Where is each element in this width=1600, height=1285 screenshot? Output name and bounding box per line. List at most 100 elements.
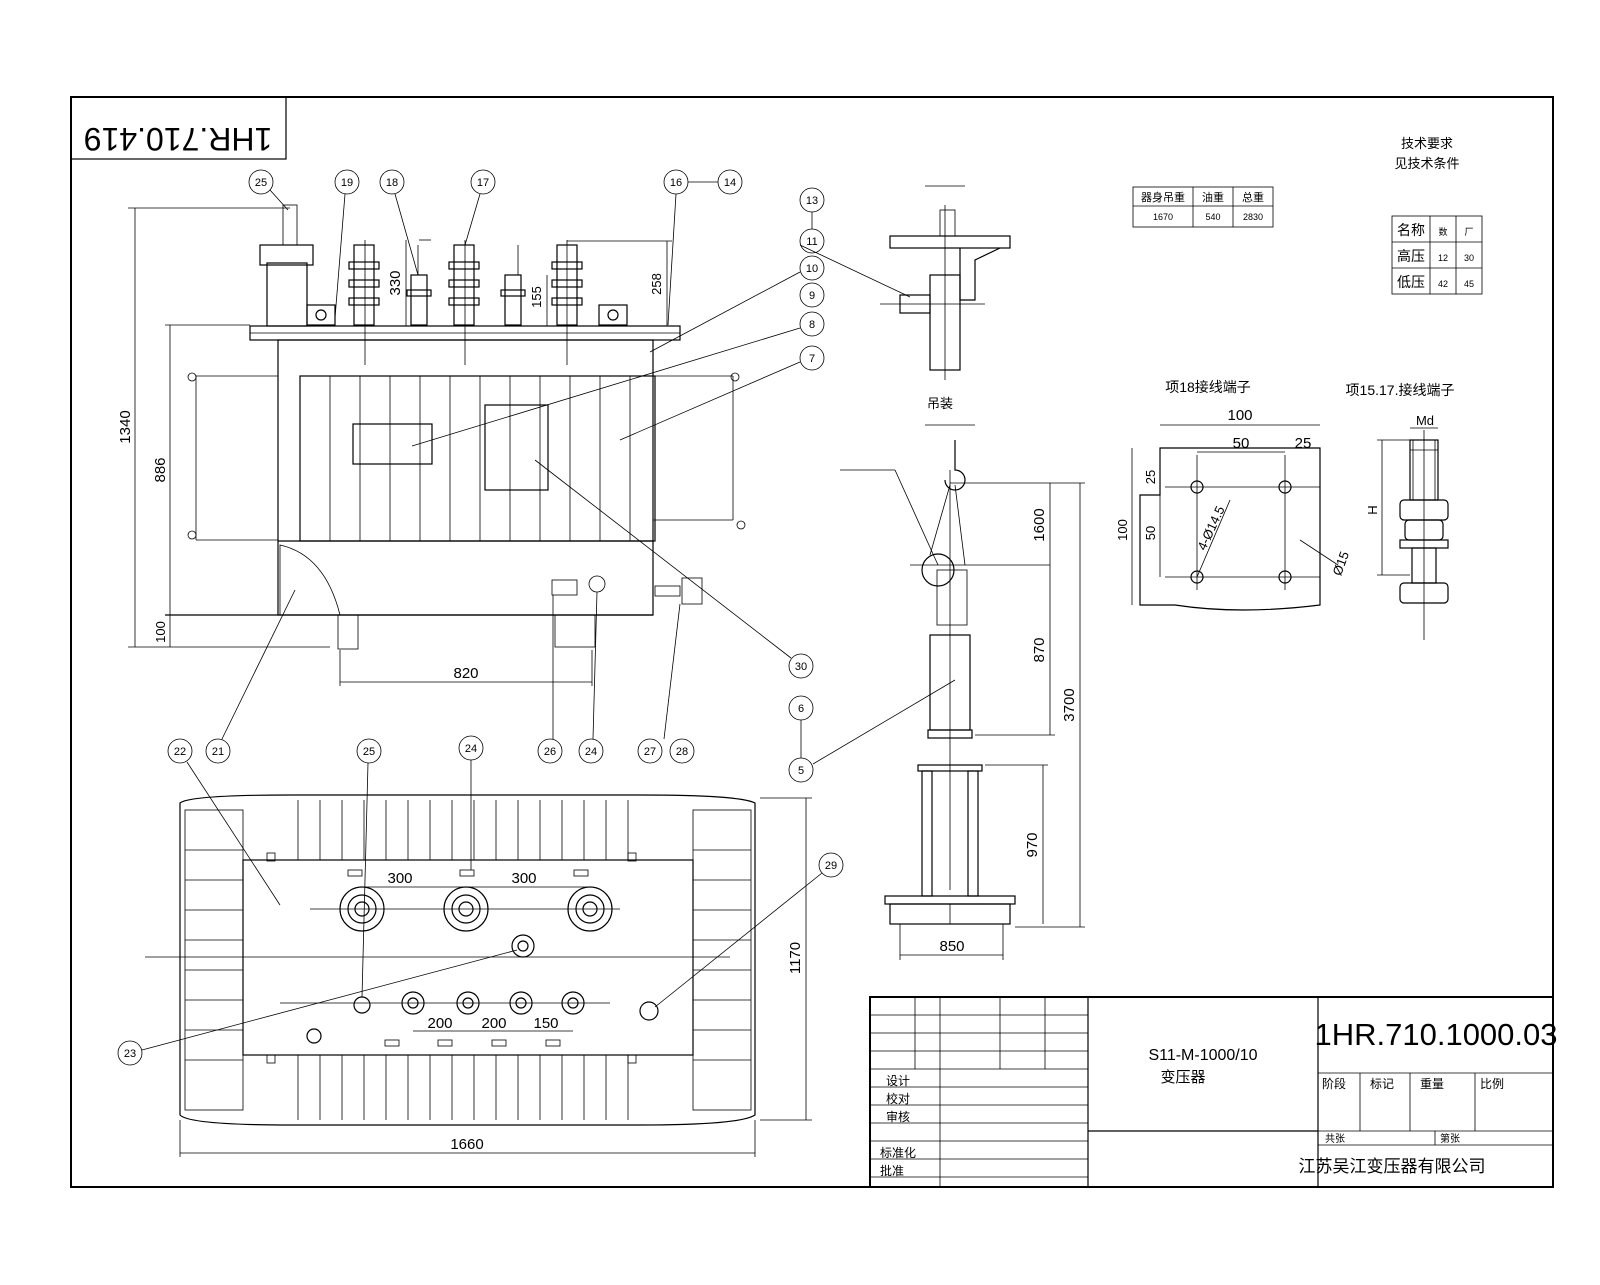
lifting-label: 吊装 xyxy=(927,396,953,411)
svg-text:24: 24 xyxy=(465,743,477,755)
weights-table: 器身吊重 油重 总重 1670 540 2830 xyxy=(1132,186,1274,228)
dim-t50w: 50 xyxy=(1233,435,1250,452)
tb-row-review: 审核 xyxy=(886,1109,910,1124)
tb-col-scale: 比例 xyxy=(1480,1077,1504,1091)
tb-sheet-total: 共张 xyxy=(1325,1133,1345,1145)
terminal18-plate xyxy=(1139,447,1321,611)
svg-text:26: 26 xyxy=(544,746,556,758)
balloon-24-top: 24 xyxy=(458,735,484,870)
dim-870: 870 xyxy=(1031,637,1048,662)
tb-row-standard: 标准化 xyxy=(880,1146,916,1160)
balloon-19: 19 xyxy=(334,169,360,319)
svg-text:24: 24 xyxy=(585,746,597,758)
balloon-28: 28 xyxy=(669,738,695,764)
dim-1600: 1600 xyxy=(1031,508,1048,541)
dim-bolt-h: H xyxy=(1365,505,1380,514)
tb-product-name: 变压器 xyxy=(1160,1069,1205,1086)
dim-thole: 4-Ø14.5 xyxy=(1194,504,1227,553)
tb-row-design: 设计 xyxy=(886,1074,910,1088)
svg-text:14: 14 xyxy=(724,177,736,189)
balloon-11: 11 xyxy=(799,228,911,298)
tech-note-line2: 见技术条件 xyxy=(1394,156,1459,171)
balloon-7: 7 xyxy=(619,345,825,441)
svg-text:16: 16 xyxy=(670,177,682,189)
balloon-25-top: 25 xyxy=(248,169,289,211)
dim-330: 330 xyxy=(387,270,404,295)
svg-text:25: 25 xyxy=(255,177,267,189)
dim-100: 100 xyxy=(153,621,168,643)
dim-200b: 200 xyxy=(481,1015,506,1032)
svg-text:6: 6 xyxy=(798,703,804,715)
svg-text:18: 18 xyxy=(386,177,398,189)
tb-company: 江苏吴江变压器有限公司 xyxy=(1299,1157,1486,1176)
weights-v3: 2830 xyxy=(1243,212,1263,222)
bracket-detail xyxy=(880,185,1011,380)
dim-1170: 1170 xyxy=(787,942,804,974)
weights-v1: 1670 xyxy=(1153,212,1173,222)
balloon-9: 9 xyxy=(799,282,825,308)
dim-3700: 3700 xyxy=(1061,688,1078,721)
dim-1660: 1660 xyxy=(450,1136,483,1153)
dim-300a: 300 xyxy=(387,870,412,887)
svg-text:23: 23 xyxy=(124,1048,136,1060)
balloon-23: 23 xyxy=(117,949,518,1066)
tb-drawing-no: 1HR.710.1000.03 xyxy=(1314,1017,1557,1052)
corner-code-box: 1HR.710.419 xyxy=(70,96,287,160)
balloon-22: 22 xyxy=(167,738,281,906)
dim-bolt-md: Md xyxy=(1416,413,1434,428)
dim-258: 258 xyxy=(649,273,664,295)
weights-h1: 器身吊重 xyxy=(1141,190,1185,204)
svg-text:5: 5 xyxy=(798,765,804,777)
weights-v2: 540 xyxy=(1205,212,1220,222)
svg-text:11: 11 xyxy=(806,236,817,248)
tb-col-stage: 阶段 xyxy=(1322,1076,1346,1091)
svg-text:21: 21 xyxy=(212,746,224,758)
svg-text:8: 8 xyxy=(809,319,815,331)
terminal15-17-bolt: Md H xyxy=(1365,413,1449,640)
dim-155: 155 xyxy=(529,286,544,308)
balloon-13: 13 xyxy=(799,187,825,229)
tap-r0c2: 厂 xyxy=(1464,227,1473,237)
dim-tthick: Ø15 xyxy=(1330,549,1353,577)
balloon-17: 17 xyxy=(464,169,496,246)
balloon-25-mid: 25 xyxy=(356,738,382,998)
weights-h3: 总重 xyxy=(1242,190,1264,204)
dim-150: 150 xyxy=(533,1015,558,1032)
lifting-detail xyxy=(840,440,1050,925)
tb-row-check: 校对 xyxy=(886,1091,910,1106)
dim-t50h: 50 xyxy=(1143,526,1158,540)
svg-text:13: 13 xyxy=(806,195,818,207)
balloon-16: 16 xyxy=(663,169,718,326)
dim-300b: 300 xyxy=(511,870,536,887)
svg-text:17: 17 xyxy=(477,177,489,189)
svg-text:7: 7 xyxy=(809,353,815,365)
svg-text:19: 19 xyxy=(341,177,353,189)
balloon-10: 10 xyxy=(649,255,825,353)
front-view xyxy=(165,204,746,650)
balloon-29: 29 xyxy=(654,852,844,1008)
corner-code: 1HR.710.419 xyxy=(84,121,273,157)
tb-col-weight: 重量 xyxy=(1420,1077,1444,1091)
balloon-24-front: 24 xyxy=(578,591,604,764)
tap-r0c0: 名称 xyxy=(1397,222,1425,238)
tap-r2c1: 42 xyxy=(1438,279,1448,289)
tb-col-mark: 标记 xyxy=(1370,1077,1394,1091)
tap-r0c1: 数 xyxy=(1438,226,1447,237)
svg-text:9: 9 xyxy=(809,290,815,302)
svg-text:25: 25 xyxy=(363,746,375,758)
svg-text:10: 10 xyxy=(806,263,818,275)
dim-200a: 200 xyxy=(427,1015,452,1032)
balloon-30: 30 xyxy=(534,459,814,679)
terminal18-label: 项18接线端子 xyxy=(1165,379,1251,395)
tech-note-line1: 技术要求 xyxy=(1401,136,1453,151)
top-view xyxy=(145,794,756,1126)
balloon-18: 18 xyxy=(379,169,419,276)
balloon-26: 26 xyxy=(537,595,563,764)
dim-t100h: 100 xyxy=(1115,519,1130,541)
tap-r2c0: 低压 xyxy=(1397,274,1425,290)
weights-h2: 油重 xyxy=(1202,190,1224,204)
dim-t100w: 100 xyxy=(1227,407,1252,424)
dim-886: 886 xyxy=(152,457,169,482)
tap-r2c2: 45 xyxy=(1464,279,1474,289)
